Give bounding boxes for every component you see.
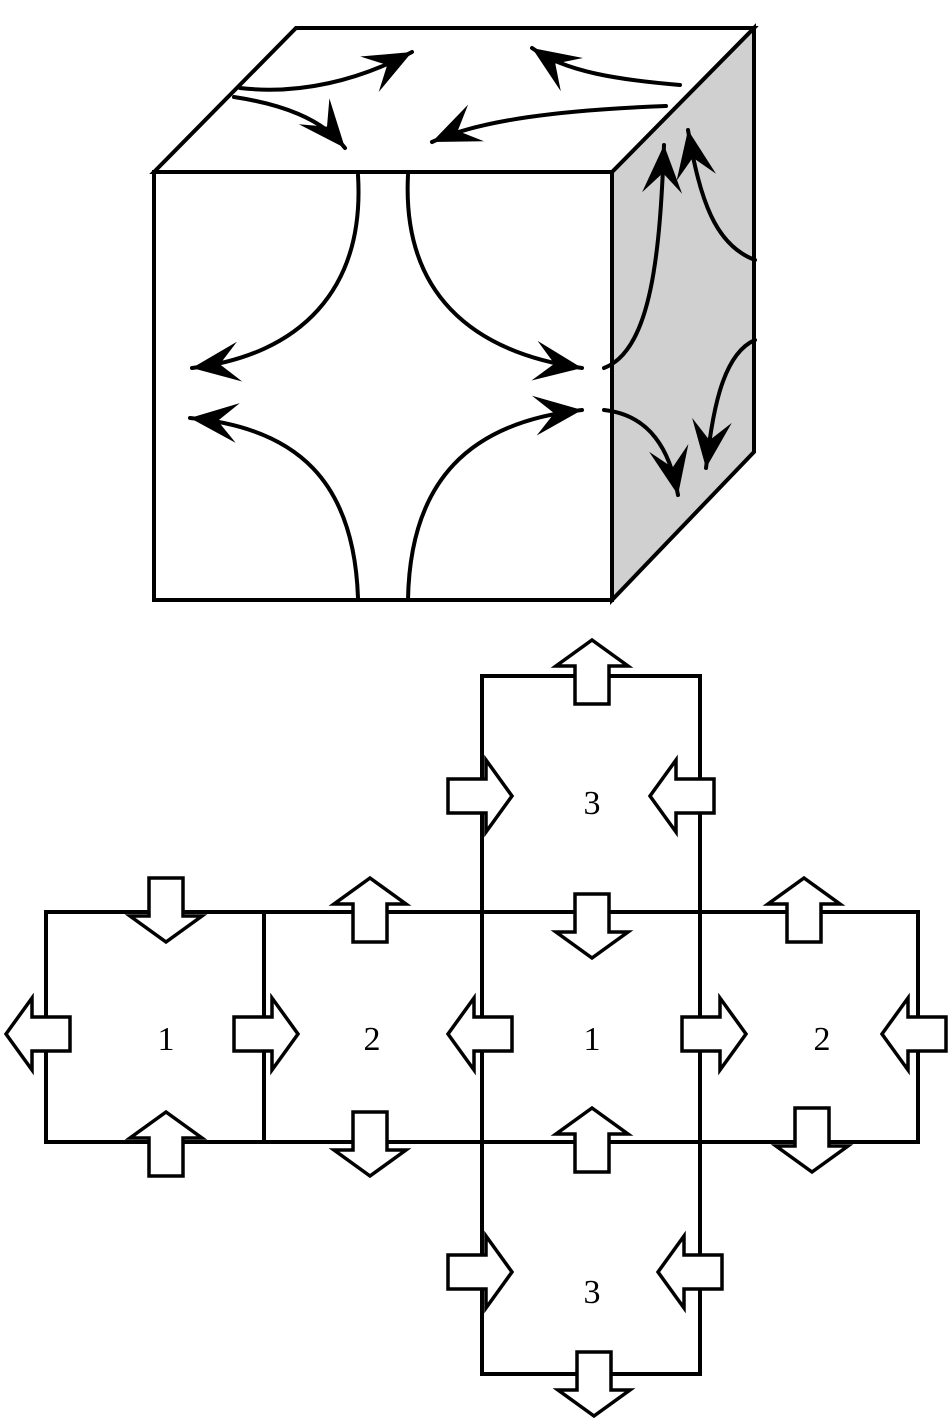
- block-arrow-right-10: [680, 992, 749, 1076]
- flow-arrowhead-9: [642, 145, 683, 194]
- net-block-arrows: [3, 637, 948, 1419]
- block-arrow-up-2: [124, 1109, 208, 1178]
- face-label-left: 1: [158, 1021, 175, 1058]
- flow-arrowhead-10: [676, 130, 716, 181]
- cube-front-face: [152, 170, 614, 602]
- block-arrow-down-12: [770, 1106, 854, 1175]
- block-arrow-down-19: [552, 1350, 636, 1419]
- block-arrow-down-6: [328, 1110, 412, 1179]
- flow-curve-front-2: [188, 416, 360, 600]
- cube-arrowheads: [190, 48, 732, 495]
- face-label-center: 1: [584, 1021, 601, 1058]
- block-arrow-left-13: [879, 992, 948, 1076]
- face-label-right: 2: [814, 1021, 831, 1058]
- block-arrow-left-3: [3, 992, 72, 1076]
- face-label-second: 2: [364, 1021, 381, 1058]
- flow-arrowhead-6: [190, 403, 240, 443]
- block-arrow-up-11: [762, 875, 846, 944]
- block-arrow-up-5: [328, 875, 412, 944]
- face-label-top: 3: [584, 785, 601, 822]
- flow-arrowhead-1: [360, 52, 412, 92]
- net-face-left: [44, 910, 266, 1144]
- block-arrow-left-18: [655, 1230, 724, 1314]
- flow-arrowhead-2: [532, 48, 583, 92]
- flow-arrowhead-3: [298, 98, 345, 148]
- block-arrow-down-1: [124, 876, 208, 945]
- block-arrow-down-8: [550, 892, 634, 961]
- flow-curve-front-1: [190, 173, 361, 370]
- block-arrow-right-4: [232, 992, 301, 1076]
- flow-arrowhead-12: [692, 417, 732, 468]
- face-label-bottom: 3: [584, 1274, 601, 1311]
- cube: [149, 23, 759, 605]
- block-arrow-left-7: [445, 992, 514, 1076]
- block-arrow-up-14: [550, 637, 634, 706]
- flow-arrowhead-7: [531, 340, 582, 381]
- flow-curve-front-3: [405, 173, 584, 370]
- flow-curve-front-4: [406, 408, 584, 602]
- flow-curve-side-1: [602, 143, 666, 370]
- block-arrow-left-16: [647, 754, 716, 838]
- net-face-labels: 1 2 1 2 3 3: [158, 785, 831, 1311]
- block-arrow-up-9: [550, 1105, 634, 1174]
- block-arrow-right-17: [446, 1230, 515, 1314]
- flow-arrowhead-5: [192, 341, 243, 382]
- flow-arrowhead-11: [649, 444, 689, 495]
- flow-arrowhead-4: [432, 104, 484, 142]
- block-arrow-right-15: [446, 754, 515, 838]
- flow-arrowhead-8: [532, 395, 582, 436]
